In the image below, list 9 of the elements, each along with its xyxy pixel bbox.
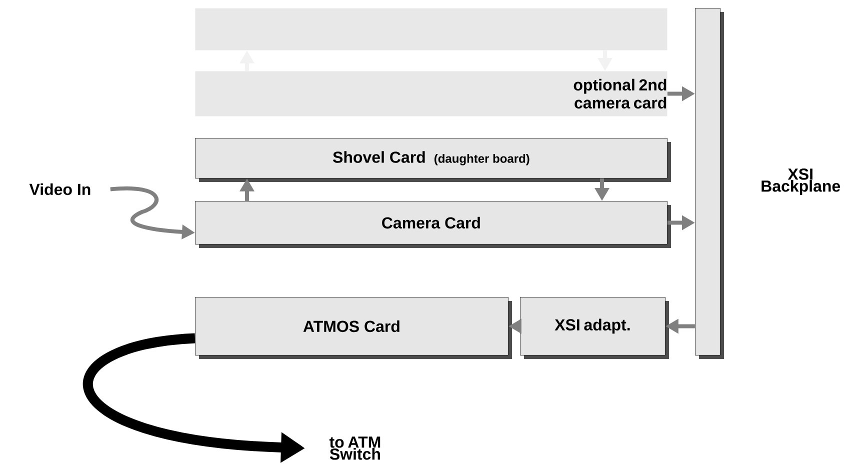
daughter-card: Shovel Card (daughter board)	[195, 138, 671, 182]
atmos-card: ATMOS Card	[195, 297, 512, 359]
card-outline: optional 2nd camera card	[195, 71, 668, 116]
text-label: to ATM Switch	[329, 436, 380, 460]
backplane-bar: XSI Backplane	[695, 8, 840, 359]
adapter-card: XSI adapt.	[520, 297, 669, 359]
camera-card: Camera Card	[195, 201, 671, 248]
node-label: XSI Backplane	[762, 168, 840, 195]
text-label: Video In	[29, 183, 90, 196]
